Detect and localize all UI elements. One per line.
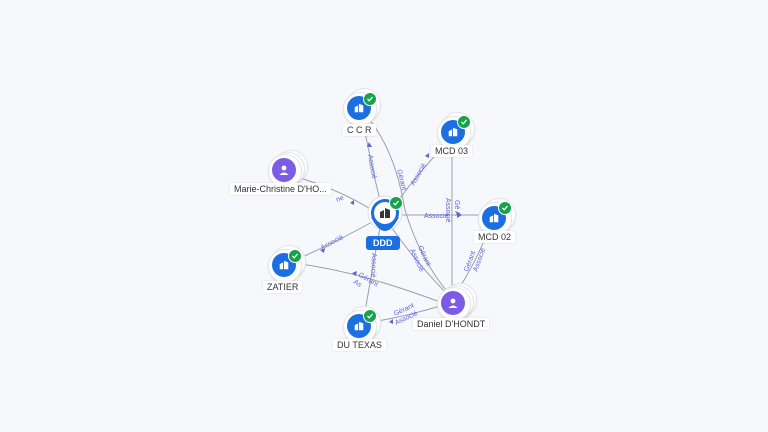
edge-marie-center bbox=[299, 177, 373, 211]
node-center[interactable]: DDD bbox=[365, 195, 405, 257]
node-label-zatier[interactable]: ZATIER bbox=[263, 281, 303, 293]
edge-label-zatier-center: Associé bbox=[320, 234, 345, 252]
edge-ccr-daniel bbox=[367, 117, 451, 296]
edge-daniel-zatier bbox=[299, 263, 441, 303]
person-icon bbox=[272, 158, 296, 182]
edge-label-daniel-mcd02-b: Associé bbox=[472, 247, 487, 273]
person-icon bbox=[441, 291, 465, 315]
edge-label-daniel-ccr: Gérant bbox=[395, 169, 407, 192]
edge-zatier-center bbox=[299, 221, 373, 259]
node-label-marie[interactable]: Marie-Christine D'HO... bbox=[230, 183, 331, 195]
arrow-mcd02 bbox=[457, 212, 462, 218]
verified-check-icon bbox=[288, 249, 302, 263]
edge-label-mcd03-daniel-b: Associé bbox=[444, 198, 451, 223]
verified-check-icon bbox=[363, 309, 377, 323]
edge-daniel-center bbox=[389, 224, 446, 293]
node-label-mcd02[interactable]: MCD 02 bbox=[474, 231, 516, 243]
node-marie[interactable]: Marie-Christine D'HO... bbox=[230, 150, 331, 200]
edge-label-ccr-center: Associé bbox=[366, 154, 377, 179]
company-icon bbox=[378, 206, 392, 225]
node-dutexas[interactable]: DU TEXAS bbox=[333, 306, 386, 356]
verified-check-icon bbox=[457, 115, 471, 129]
verified-check-icon bbox=[498, 201, 512, 215]
node-mcd02[interactable]: MCD 02 bbox=[474, 198, 518, 248]
edge-label-mcd03-daniel: Gé A bbox=[453, 200, 460, 216]
node-zatier[interactable]: ZATIER bbox=[263, 245, 308, 295]
verified-check-icon bbox=[389, 196, 403, 210]
arrow-mcd03-center bbox=[425, 153, 429, 158]
edge-label-marie-center: ne bbox=[335, 195, 345, 204]
arrow-marie-center bbox=[350, 200, 354, 205]
node-mcd03[interactable]: MCD 03 bbox=[431, 112, 477, 162]
node-label-mcd03[interactable]: MCD 03 bbox=[431, 145, 473, 157]
verified-check-icon bbox=[363, 92, 377, 106]
node-label-center[interactable]: DDD bbox=[366, 236, 400, 250]
arrow-zatier-center bbox=[320, 248, 325, 253]
node-daniel[interactable]: Daniel D'HONDT bbox=[413, 283, 490, 333]
node-label-dutexas[interactable]: DU TEXAS bbox=[333, 339, 386, 351]
edge-label-center-mcd02: Associé bbox=[424, 213, 449, 220]
node-label-ccr[interactable]: C C R bbox=[343, 124, 376, 136]
edge-label-daniel-mcd03: Associé bbox=[410, 162, 428, 187]
node-label-daniel[interactable]: Daniel D'HONDT bbox=[413, 318, 490, 330]
arrow-dutexas bbox=[389, 319, 393, 324]
arrow-zatier bbox=[352, 271, 357, 276]
edge-label-dutexas-center: Associé bbox=[369, 253, 377, 278]
arrow-ccr-center bbox=[367, 142, 372, 147]
node-ccr[interactable]: C C R bbox=[343, 88, 383, 138]
edge-label-daniel-zatier-b: As bbox=[352, 279, 363, 289]
